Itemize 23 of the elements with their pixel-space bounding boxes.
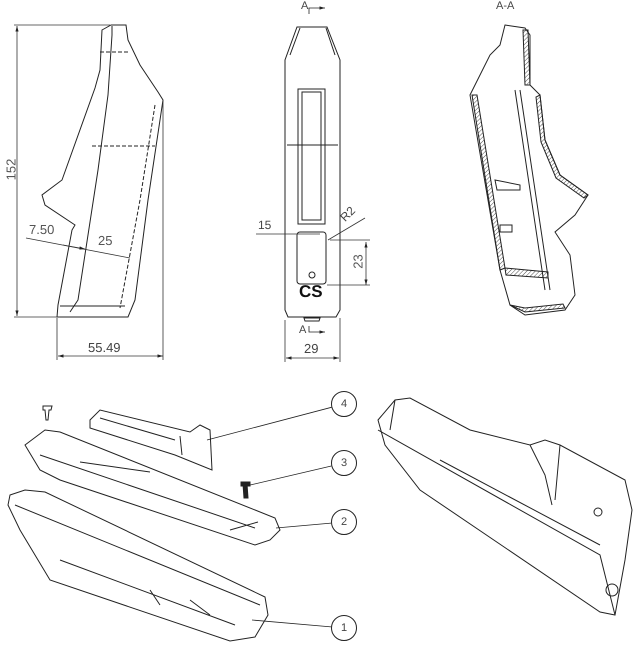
handle-part-drawing <box>90 409 213 471</box>
callout-balloon: 1 <box>331 615 357 641</box>
leader-line <box>276 522 332 528</box>
dimension-text: 29 <box>304 342 318 355</box>
dimension-text: A-A <box>496 1 514 12</box>
dimension-text: 152 <box>4 158 18 180</box>
dimension-text: R2 <box>338 204 358 224</box>
dimension-text: A <box>299 325 306 336</box>
screw-drawing <box>240 482 250 498</box>
lid-part-drawing <box>24 429 281 546</box>
callout-balloon: 4 <box>331 391 357 417</box>
leader-line <box>252 620 332 628</box>
dimension-text: 23 <box>352 254 365 269</box>
dimension-text: CS <box>299 283 323 300</box>
dimension-text: 55.49 <box>88 341 121 354</box>
dimension-text: 15 <box>258 219 272 231</box>
base-part-drawing <box>7 490 269 642</box>
callout-balloon: 2 <box>331 509 357 535</box>
leader-line <box>206 406 332 440</box>
dimension-text: 7.50 <box>29 223 54 236</box>
dimension-text: A <box>301 1 308 12</box>
dimension-text: 25 <box>98 234 112 247</box>
callout-balloon: 3 <box>331 450 357 476</box>
